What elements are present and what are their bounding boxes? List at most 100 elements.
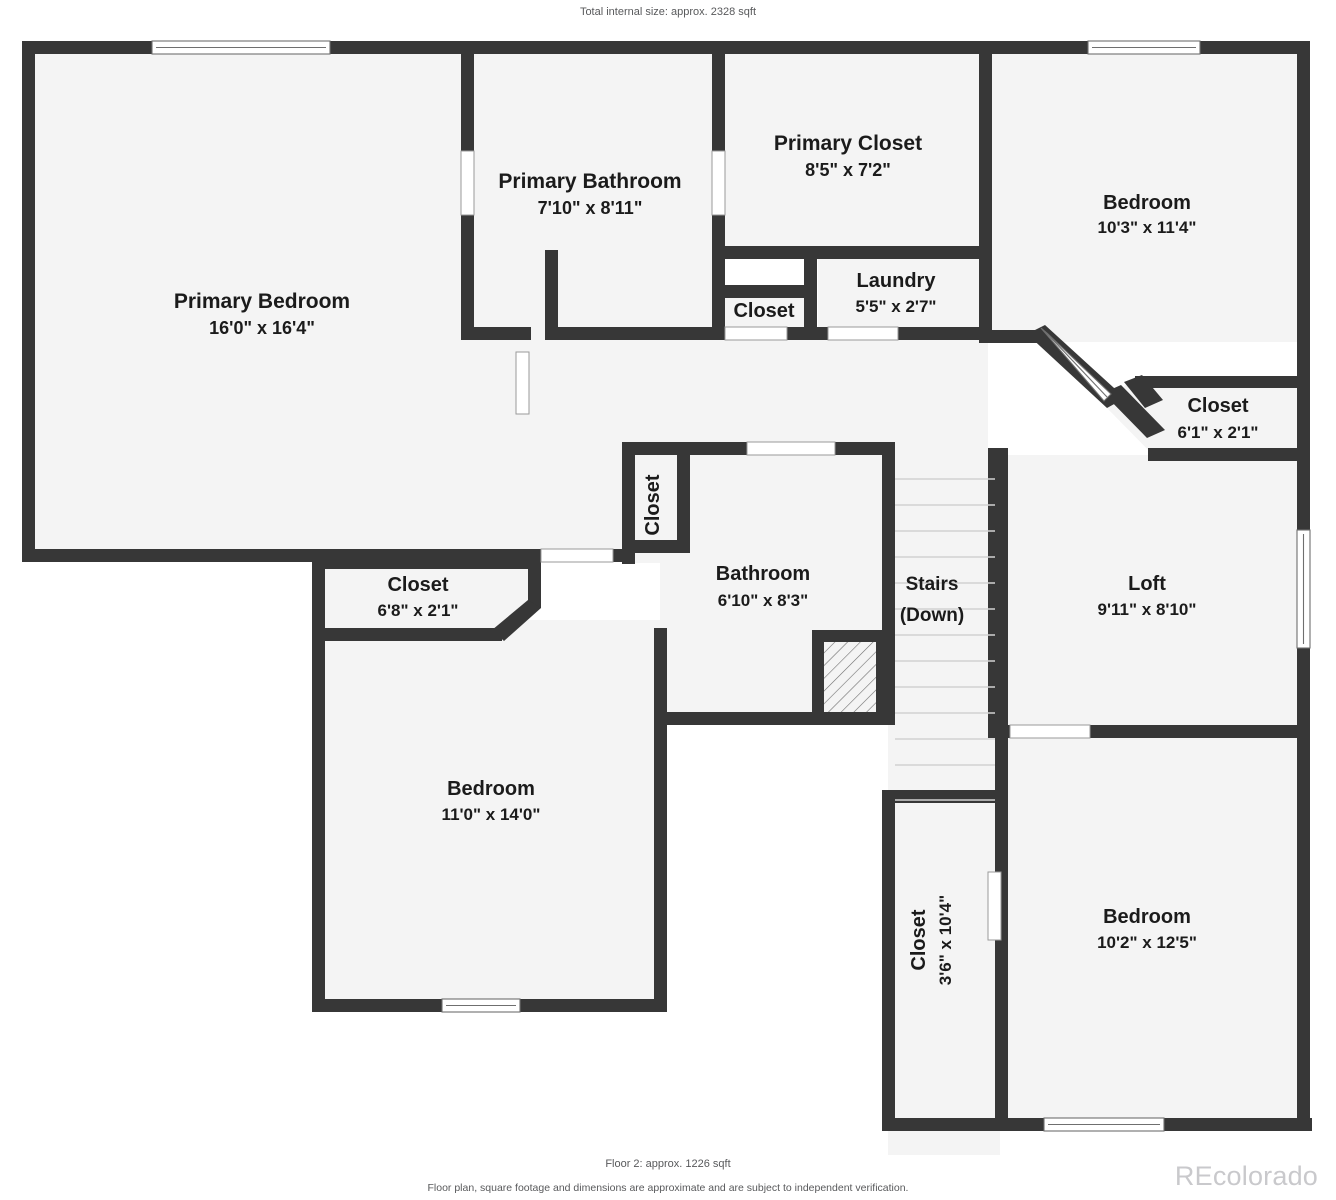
wall-closet-left-bottom bbox=[312, 628, 502, 641]
wall-bathcloset-top bbox=[622, 442, 690, 455]
wall-bathcloset-left bbox=[622, 442, 635, 564]
wall-hallcloset-left bbox=[712, 285, 725, 340]
wall-top-b bbox=[330, 41, 1310, 54]
primary-bedroom-dimensions: 16'0" x 16'4" bbox=[209, 318, 315, 338]
primary-closet-label: Primary Closet bbox=[774, 132, 922, 155]
primary-bedroom-label: Primary Bedroom bbox=[174, 290, 350, 313]
closet-left-dimensions: 6'8" x 2'1" bbox=[378, 601, 459, 620]
total-internal-size-note: Total internal size: approx. 2328 sqft bbox=[579, 6, 757, 18]
door-bedroom-bottom-right bbox=[1009, 724, 1091, 739]
window-diagonal-line bbox=[1044, 331, 1108, 398]
wall-pcl-bottom bbox=[712, 246, 817, 259]
wall-pbr-pba-upper bbox=[461, 41, 474, 151]
primary-bathroom-area bbox=[468, 47, 718, 332]
wall-closet-left-top bbox=[312, 556, 540, 569]
laundry-area bbox=[818, 252, 990, 332]
bedroom-bottom-right-label: Bedroom bbox=[1103, 906, 1191, 928]
bedroom-left-label: Bedroom bbox=[447, 778, 535, 800]
wall-btr-bottom bbox=[979, 330, 1039, 343]
wall-bedroom-left-bottom-a bbox=[312, 999, 442, 1012]
stairs-label: Stairs bbox=[906, 574, 959, 595]
door-primary-bedroom bbox=[515, 351, 530, 415]
room-labels: Primary Bedroom 16'0" x 16'4" Primary Bath… bbox=[174, 132, 1259, 985]
primary-closet-area bbox=[718, 47, 988, 252]
door-laundry bbox=[827, 326, 899, 341]
wall-laundry-right bbox=[979, 246, 992, 340]
wall-hallcloset-top bbox=[712, 285, 817, 298]
laundry-label: Laundry bbox=[857, 270, 937, 292]
door-primary-bathroom bbox=[460, 150, 475, 216]
wall-stairs-left-lower bbox=[882, 790, 895, 1130]
bedroom-left-dimensions: 11'0" x 14'0" bbox=[442, 805, 541, 824]
wall-diagonal-inner bbox=[1103, 385, 1165, 438]
wall-top-a bbox=[22, 41, 152, 54]
room-fills bbox=[28, 47, 1305, 1155]
bedroom-top-right-label: Bedroom bbox=[1103, 192, 1191, 214]
closet-upper-right-dimensions: 6'1" x 2'1" bbox=[1178, 423, 1259, 442]
wall-btr-left bbox=[979, 41, 992, 246]
bedroom-bottom-right-dimensions: 10'2" x 12'5" bbox=[1097, 933, 1197, 952]
stair-void bbox=[812, 630, 888, 724]
bedroom-top-right-area bbox=[988, 47, 1305, 342]
wall-bathcloset-bottom bbox=[622, 540, 690, 553]
door-closet-left bbox=[540, 548, 614, 563]
primary-bedroom-area bbox=[28, 47, 468, 562]
primary-bathroom-dimensions: 7'10" x 8'11" bbox=[538, 198, 643, 218]
stair-treads bbox=[895, 478, 995, 801]
wall-closet-left-left bbox=[312, 556, 325, 641]
wall-left-outer bbox=[22, 41, 35, 562]
bedroom-top-right-dimensions: 10'3" x 11'4" bbox=[1098, 218, 1197, 237]
wall-pbr-pba-lower bbox=[461, 215, 474, 340]
windows bbox=[151, 40, 1311, 1132]
loft-area bbox=[1000, 455, 1305, 735]
door-bathroom bbox=[746, 441, 836, 456]
closet-left-area bbox=[318, 562, 535, 635]
walls bbox=[22, 41, 1312, 1131]
door-primary-closet bbox=[711, 150, 726, 216]
door-openings bbox=[460, 150, 1091, 941]
wall-pba-bottom-right bbox=[545, 327, 725, 340]
wall-bedroom-left-bottom-b bbox=[520, 999, 667, 1012]
closet-bottom-label: Closet bbox=[908, 909, 930, 970]
recolorado-watermark: REcolorado bbox=[1174, 1161, 1318, 1191]
wall-bedroom-left-right bbox=[654, 628, 667, 1012]
wall-right-outer-upper bbox=[1297, 41, 1310, 383]
wall-bedroom-left-left bbox=[312, 628, 325, 1012]
wall-hallcloset-right bbox=[804, 246, 817, 340]
primary-closet-dimensions: 8'5" x 7'2" bbox=[805, 160, 891, 180]
bedroom-left-area bbox=[318, 620, 660, 1012]
wall-pba-pcl-upper bbox=[712, 41, 725, 151]
wall-closet-left-right bbox=[528, 556, 541, 608]
floor-area-note: Floor 2: approx. 1226 sqft bbox=[605, 1158, 731, 1170]
bedroom-bottom-right-area bbox=[1000, 735, 1305, 1125]
closet-bottom-area bbox=[888, 800, 1000, 1125]
bathroom-label: Bathroom bbox=[716, 563, 810, 585]
laundry-dimensions: 5'5" x 2'7" bbox=[856, 297, 937, 316]
wall-closet-left-diag bbox=[492, 600, 541, 641]
wall-diagonal-short bbox=[1124, 375, 1163, 408]
wall-closet-bottom-top bbox=[882, 790, 997, 803]
loft-dimensions: 9'11" x 8'10" bbox=[1098, 600, 1197, 619]
door-hall-closet bbox=[724, 326, 788, 341]
wall-closet-ur-bottom bbox=[1148, 448, 1310, 461]
wall-laundry-top bbox=[817, 246, 992, 259]
hall-closet-label: Closet bbox=[733, 300, 794, 322]
wall-pba-bottom-left bbox=[461, 327, 531, 340]
primary-bathroom-label: Primary Bathroom bbox=[498, 170, 681, 193]
wall-stairs-right-upper bbox=[995, 448, 1008, 738]
closet-bottom-dimensions: 3'6" x 10'4" bbox=[936, 895, 955, 985]
loft-label: Loft bbox=[1128, 573, 1166, 595]
wall-closet-ur-right bbox=[1297, 376, 1310, 461]
bathroom-dimensions: 6'10" x 8'3" bbox=[718, 591, 808, 610]
wall-pba-stub bbox=[545, 250, 558, 340]
wall-closet-ur-top bbox=[1135, 376, 1310, 388]
door-closet-bottom bbox=[987, 871, 1002, 941]
stair-void-hatch bbox=[812, 630, 888, 724]
disclaimer-note: Floor plan, square footage and dimension… bbox=[427, 1182, 909, 1194]
closet-left-label: Closet bbox=[387, 574, 448, 596]
closet-upper-right-label: Closet bbox=[1187, 395, 1248, 417]
bath-closet-label: Closet bbox=[642, 474, 664, 535]
wall-bathcloset-right bbox=[677, 442, 690, 552]
